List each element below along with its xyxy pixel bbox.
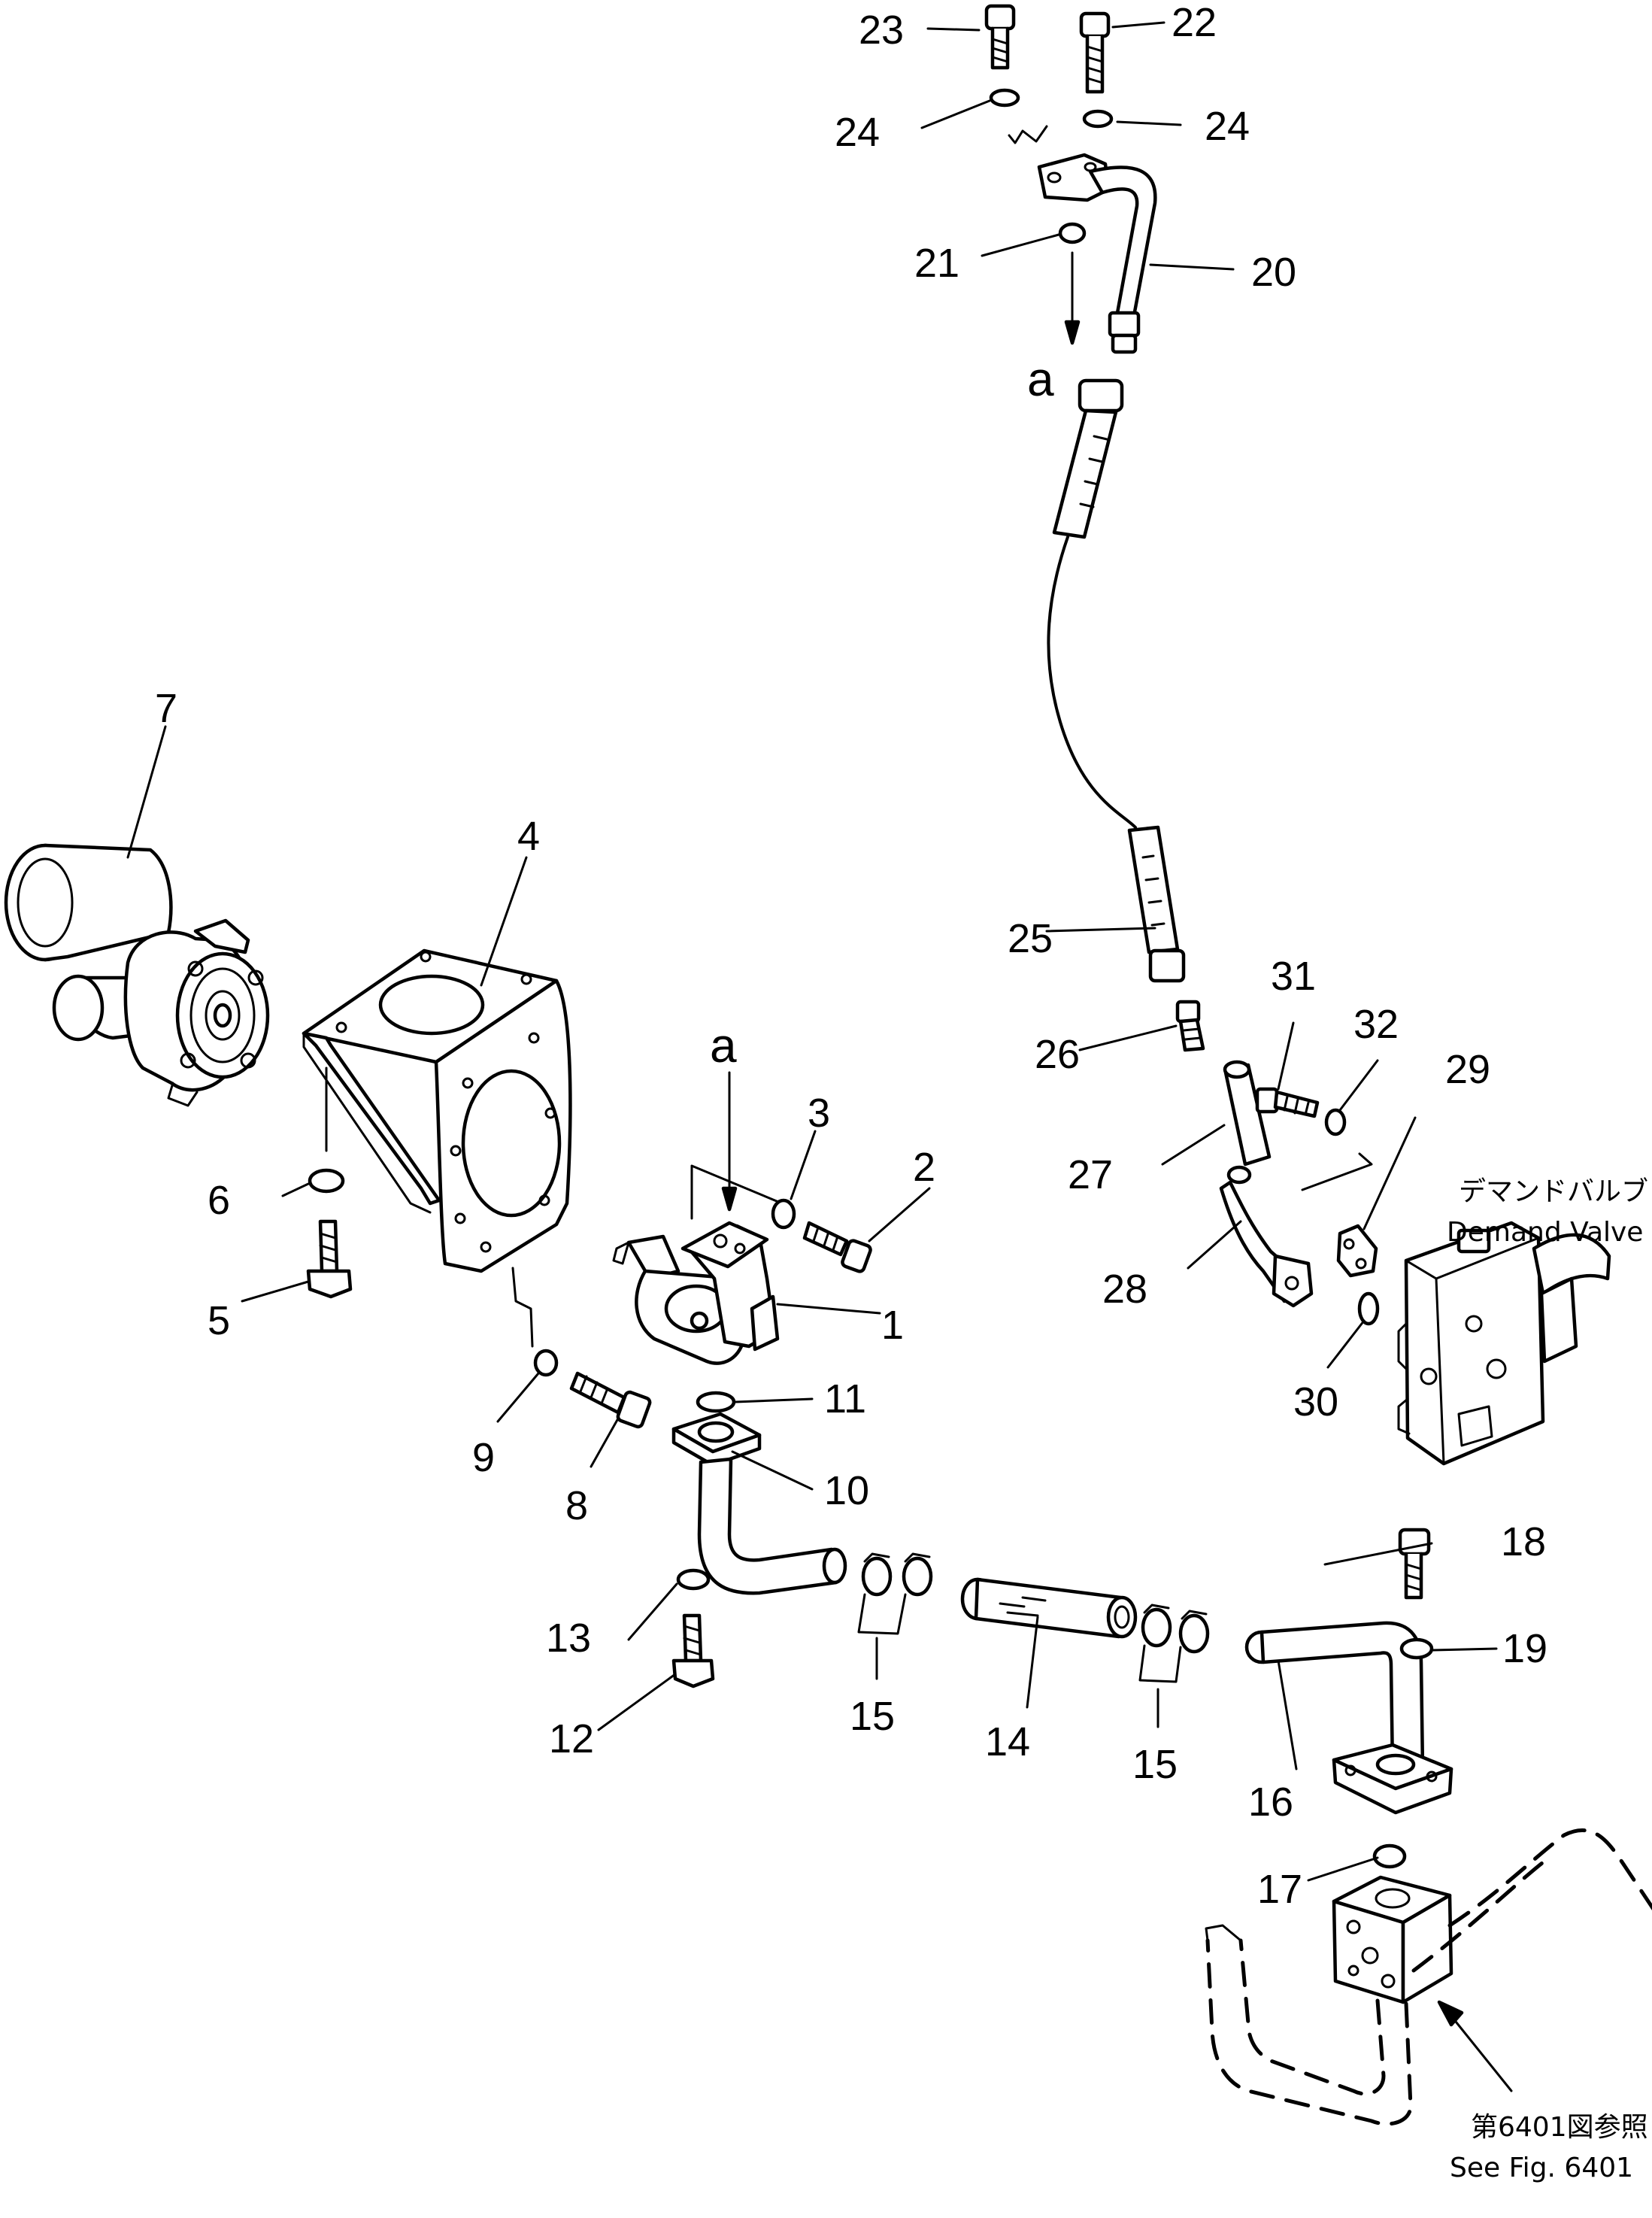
fig-ref-label-jp: 第6401図参照 <box>1471 2112 1648 2143</box>
callout-20: 20 <box>1251 250 1296 295</box>
callout-2: 2 <box>913 1145 935 1190</box>
part-29-split-flange <box>1336 1224 1378 1278</box>
part-6-washer <box>308 1168 345 1194</box>
callout-32: 32 <box>1353 1002 1399 1047</box>
part-2-bolt <box>802 1221 872 1273</box>
callout-31: 31 <box>1271 954 1316 999</box>
callout-28: 28 <box>1102 1267 1147 1312</box>
callout-29: 29 <box>1445 1047 1490 1092</box>
part-32-washer <box>1324 1108 1347 1136</box>
part-21-o-ring <box>1058 222 1087 244</box>
callout-30: 30 <box>1293 1379 1338 1425</box>
callout-18: 18 <box>1501 1519 1546 1564</box>
part-9-washer <box>533 1349 559 1377</box>
fig-ref-label-en: See Fig. 6401 <box>1450 2153 1633 2183</box>
part-23-bolt <box>984 4 1016 70</box>
callout-9: 9 <box>472 1435 495 1480</box>
callout-11: 11 <box>824 1376 866 1422</box>
part-15-clamps-right <box>1138 1604 1210 1683</box>
leader-lines <box>126 21 1498 1882</box>
part-17-o-ring <box>1372 1843 1407 1869</box>
callout-24-left: 24 <box>835 110 880 155</box>
callout-13: 13 <box>546 1616 591 1661</box>
part-12-bolt <box>671 1613 715 1689</box>
part-13-washer <box>676 1568 711 1591</box>
demand-valve-label-jp: デマンドバルブ <box>1459 1176 1648 1207</box>
part-4-bracket <box>302 948 572 1273</box>
demand-valve-label-en: Demand Valve <box>1447 1217 1643 1248</box>
callout-12: 12 <box>549 1716 594 1761</box>
part-31-bolt <box>1255 1087 1320 1118</box>
connector-label-top: a <box>1027 352 1054 406</box>
part-28-tube <box>1219 1165 1314 1308</box>
callout-8: 8 <box>565 1483 588 1528</box>
callout-15-left: 15 <box>850 1694 895 1739</box>
callout-25: 25 <box>1008 916 1053 961</box>
part-27-coupling <box>1223 1060 1272 1167</box>
dashed-pipe-lower <box>1238 1938 1386 2096</box>
callout-26: 26 <box>1035 1032 1080 1077</box>
callout-17: 17 <box>1257 1867 1302 1912</box>
part-20-pipe <box>1037 153 1157 354</box>
part-1-pump <box>612 1221 780 1365</box>
part-16-elbow-pipe <box>1244 1621 1453 1815</box>
part-22-bolt <box>1079 11 1111 94</box>
part-7-motor <box>4 843 270 1107</box>
callout-15-right: 15 <box>1132 1742 1178 1787</box>
part-25-hose <box>1047 378 1186 983</box>
callout-22: 22 <box>1172 0 1217 45</box>
callout-24-right: 24 <box>1205 104 1250 149</box>
callout-14: 14 <box>985 1719 1030 1764</box>
dashed-pipe-upper <box>1447 1828 1652 1928</box>
part-10-elbow-pipe <box>671 1412 847 1595</box>
callout-4: 4 <box>517 814 540 859</box>
bolt-ref-line <box>1008 125 1048 144</box>
part-8-bolt <box>569 1371 652 1429</box>
callout-10: 10 <box>824 1468 869 1513</box>
part-26-fitting <box>1175 1000 1205 1052</box>
callout-23: 23 <box>859 8 904 53</box>
callout-6: 6 <box>208 1178 230 1223</box>
callout-5: 5 <box>208 1298 230 1343</box>
valve-block <box>1332 1875 1453 2004</box>
callout-27: 27 <box>1068 1152 1113 1197</box>
part-24-washer-right <box>1082 109 1114 129</box>
part-14-hose <box>960 1577 1138 1639</box>
callout-1: 1 <box>881 1303 904 1348</box>
part-19-washer <box>1399 1637 1434 1660</box>
part-3-washer <box>771 1198 796 1230</box>
callout-19: 19 <box>1502 1626 1547 1671</box>
callout-3: 3 <box>808 1091 830 1136</box>
callout-7: 7 <box>155 686 177 731</box>
demand-valve-body <box>1397 1221 1611 1466</box>
part-18-bolt <box>1398 1528 1431 1600</box>
part-5-bolt <box>306 1219 353 1299</box>
callout-16: 16 <box>1248 1780 1293 1825</box>
part-30-o-ring <box>1357 1291 1380 1326</box>
part-15-clamps-left <box>857 1552 933 1635</box>
callout-21: 21 <box>914 241 959 286</box>
part-24-washer-left <box>989 88 1020 108</box>
part-11-o-ring <box>696 1391 736 1413</box>
connector-label-pump: a <box>710 1018 737 1073</box>
